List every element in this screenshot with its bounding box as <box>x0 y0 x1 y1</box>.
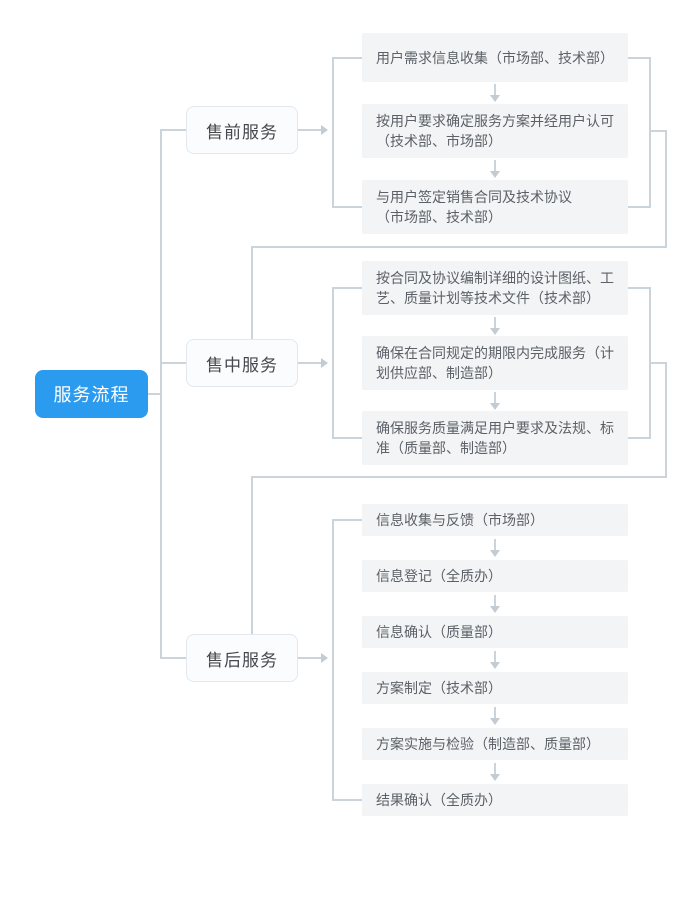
step-box: 信息确认（质量部） <box>362 616 628 648</box>
step-box: 确保在合同规定的期限内完成服务（计 划供应部、制造部） <box>362 336 628 390</box>
connector-presale-right-bracket <box>649 57 651 208</box>
connector-aftersale-arrow-line <box>298 657 321 659</box>
arrow-right-icon <box>321 653 328 663</box>
flow-down-arrow-icon <box>490 595 500 613</box>
flow-down-arrow-icon <box>490 763 500 781</box>
connector-left-trunk <box>160 129 162 659</box>
connector-stub <box>651 130 667 132</box>
flow-down-arrow-icon <box>490 160 500 178</box>
flow-down-arrow-icon <box>490 84 500 102</box>
step-box: 信息收集与反馈（市场部） <box>362 504 628 536</box>
connector-aftersale-left-bracket <box>332 519 334 801</box>
stage-mid-sale: 售中服务 <box>186 339 298 387</box>
connector-trunk-to-midsale <box>162 362 186 364</box>
connector-stub <box>628 57 651 59</box>
connector-midsale-to-aftersale-down <box>251 476 253 634</box>
connector-presale-to-midsale-horizontal <box>251 246 667 248</box>
flow-down-arrow-icon <box>490 317 500 335</box>
connector-root-to-trunk <box>148 393 162 395</box>
stage-after-sale: 售后服务 <box>186 634 298 682</box>
flow-down-arrow-icon <box>490 539 500 557</box>
connector-midsale-exit-down <box>665 362 667 478</box>
connector-stub <box>628 206 651 208</box>
flow-down-arrow-icon <box>490 651 500 669</box>
connector-presale-exit-down <box>665 130 667 248</box>
connector-trunk-to-presale <box>162 129 186 131</box>
step-box: 信息登记（全质办） <box>362 560 628 592</box>
connector-stub <box>628 437 651 439</box>
step-box: 按用户要求确定服务方案并经用户认可 （技术部、市场部） <box>362 104 628 158</box>
connector-stub <box>334 437 362 439</box>
step-box: 结果确认（全质办） <box>362 784 628 816</box>
arrow-right-icon <box>321 358 328 368</box>
step-box: 方案实施与检验（制造部、质量部） <box>362 728 628 760</box>
flow-down-arrow-icon <box>490 707 500 725</box>
step-box: 方案制定（技术部） <box>362 672 628 704</box>
connector-stub <box>334 57 362 59</box>
step-box: 确保服务质量满足用户要求及法规、标 准（质量部、制造部） <box>362 411 628 465</box>
step-box: 用户需求信息收集（市场部、技术部） <box>362 33 628 82</box>
stage-pre-sale: 售前服务 <box>186 106 298 154</box>
connector-presale-to-midsale-down <box>251 246 253 339</box>
connector-midsale-left-bracket <box>332 287 334 439</box>
connector-stub <box>628 287 651 289</box>
step-box: 按合同及协议编制详细的设计图纸、工 艺、质量计划等技术文件（技术部） <box>362 261 628 315</box>
arrow-right-icon <box>321 125 328 135</box>
step-box: 与用户签定销售合同及技术协议 （市场部、技术部） <box>362 180 628 234</box>
connector-presale-left-bracket <box>332 57 334 208</box>
connector-stub <box>651 362 667 364</box>
flow-down-arrow-icon <box>490 392 500 410</box>
connector-stub <box>334 799 362 801</box>
connector-presale-arrow-line <box>298 129 321 131</box>
node-service-process: 服务流程 <box>35 370 148 418</box>
connector-stub <box>334 287 362 289</box>
connector-midsale-right-bracket <box>649 287 651 439</box>
connector-midsale-to-aftersale-horizontal <box>251 476 667 478</box>
connector-stub <box>334 206 362 208</box>
connector-stub <box>334 519 362 521</box>
connector-trunk-to-aftersale <box>162 657 186 659</box>
connector-midsale-arrow-line <box>298 362 321 364</box>
